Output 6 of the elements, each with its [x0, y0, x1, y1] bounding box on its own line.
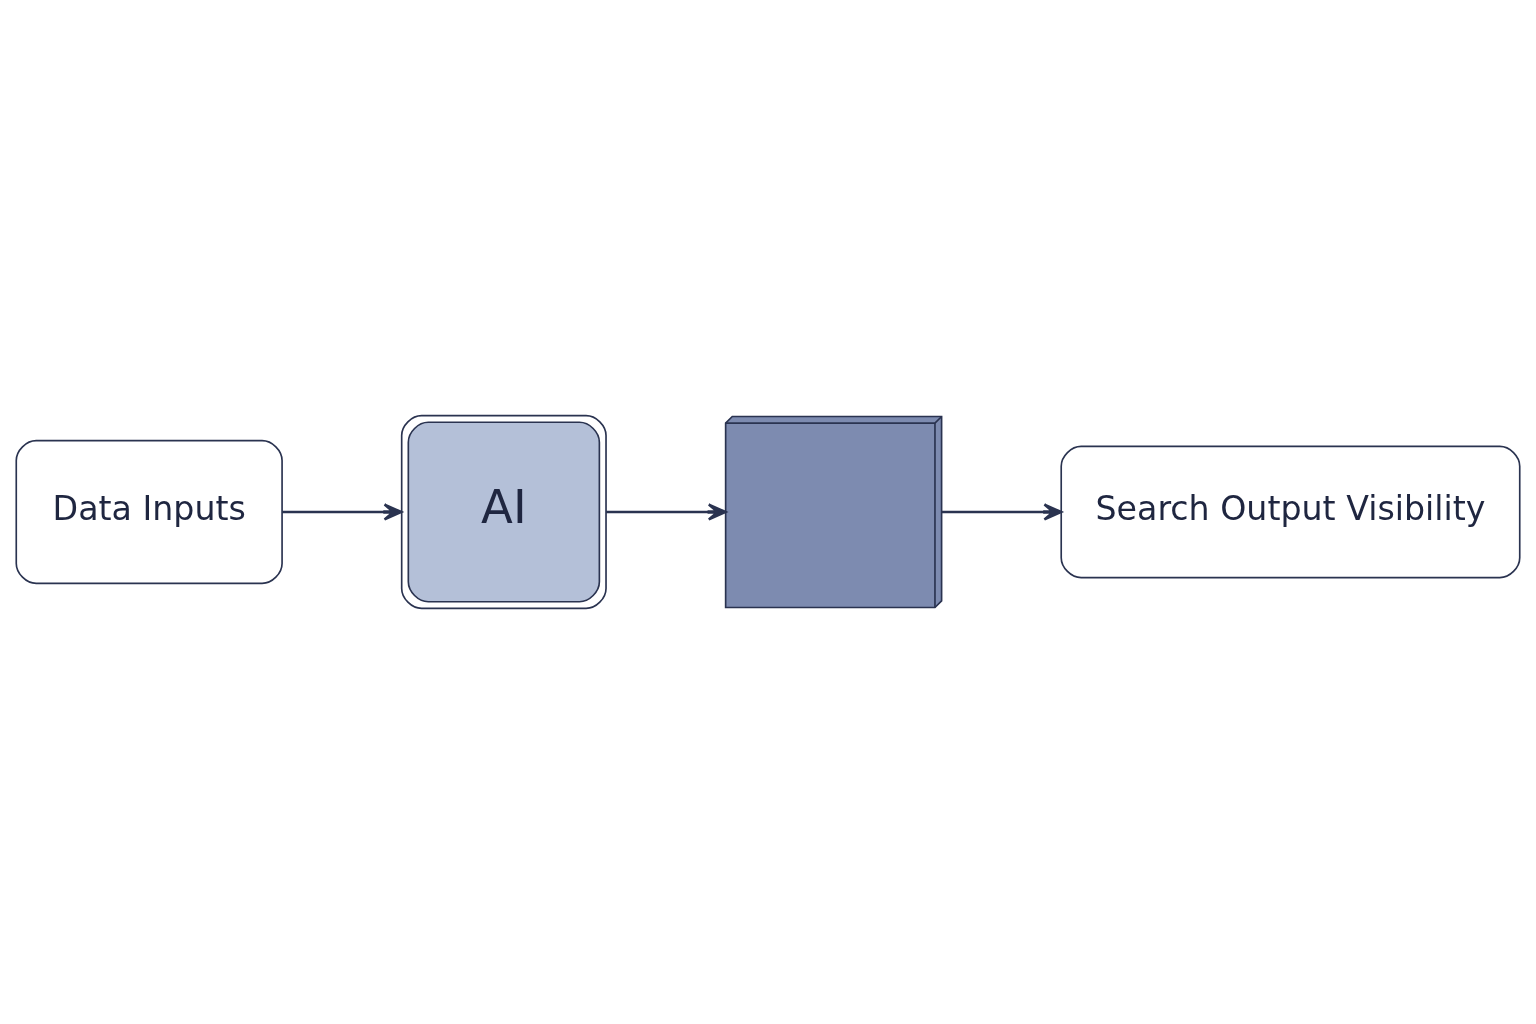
- node-box: Search Output Visibility: [1060, 445, 1521, 579]
- node-box: AI: [400, 414, 607, 610]
- arrow: [941, 503, 1063, 521]
- arrow: [282, 503, 403, 521]
- node-box: Data Inputs: [15, 439, 283, 585]
- arrow: [606, 503, 727, 521]
